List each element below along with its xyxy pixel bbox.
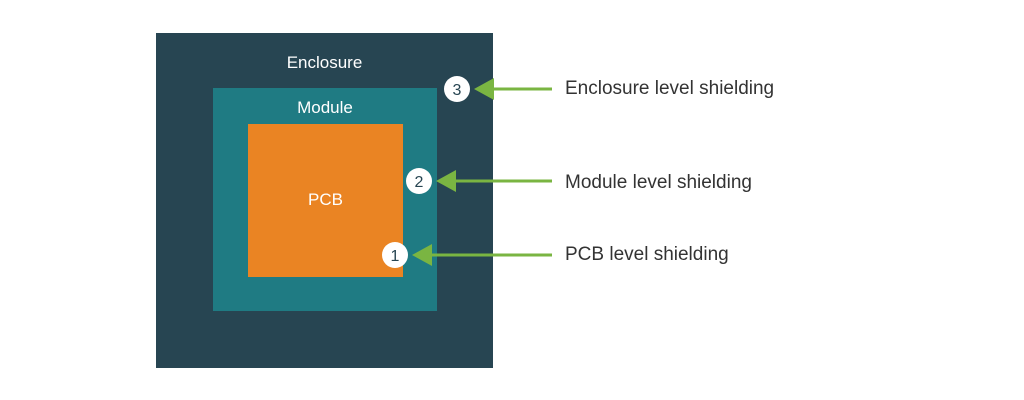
callout-number-1: 1 [391,248,400,265]
callout-number-3: 3 [453,82,462,99]
arrow-head-1 [412,244,432,266]
callout-label-2: Module level shielding [565,172,752,193]
arrow-head-3 [474,78,494,100]
callout-3: 3 [444,76,552,102]
pcb-box [248,124,403,277]
callout-number-2: 2 [415,174,424,191]
enclosure-label: Enclosure [286,53,363,72]
pcb-label: PCB [308,190,343,209]
callout-2: 2 [406,168,552,194]
callout-label-1: PCB level shielding [565,244,729,265]
callout-badge-1 [382,242,408,268]
callout-label-3: Enclosure level shielding [565,78,775,99]
callout-badge-2 [406,168,432,194]
callout-1: 1 [382,242,552,268]
arrow-head-2 [436,170,456,192]
module-label: Module [297,98,353,117]
callout-badge-3 [444,76,470,102]
